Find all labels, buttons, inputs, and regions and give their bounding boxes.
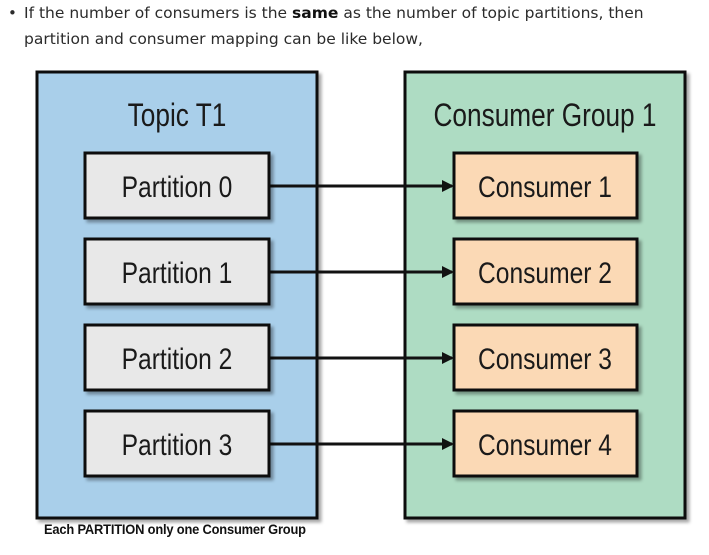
intro-text-after: as the number of topic partitions, then … xyxy=(24,4,644,48)
partition-label-3: Partition 3 xyxy=(122,428,233,462)
consumer-label-2: Consumer 3 xyxy=(478,342,612,376)
partition-box-1: Partition 1 xyxy=(83,237,271,306)
partition-label-2: Partition 2 xyxy=(122,342,233,376)
consumer-group-title: Consumer Group 1 xyxy=(433,99,656,134)
diagram-caption: Each PARTITION only one Consumer Group xyxy=(44,521,306,537)
partition-label-0: Partition 0 xyxy=(122,170,233,204)
consumer-label-1: Consumer 2 xyxy=(478,256,612,290)
arrows xyxy=(270,180,454,450)
consumer-label-3: Consumer 4 xyxy=(478,428,612,462)
intro-text-before: If the number of consumers is the xyxy=(24,4,293,22)
intro-text: If the number of consumers is the same a… xyxy=(24,0,706,52)
partition-label-1: Partition 1 xyxy=(122,256,233,290)
partition-box-3: Partition 3 xyxy=(83,409,271,478)
partition-box-0: Partition 0 xyxy=(83,151,271,220)
bullet-marker: • xyxy=(8,4,17,22)
consumer-box-3: Consumer 4 xyxy=(452,409,639,478)
consumer-label-0: Consumer 1 xyxy=(478,170,612,204)
intro-text-bold: same xyxy=(292,4,339,22)
consumer-box-2: Consumer 3 xyxy=(452,323,639,392)
topic-title: Topic T1 xyxy=(128,99,227,134)
intro-paragraph: • If the number of consumers is the same… xyxy=(6,0,706,52)
consumer-box-0: Consumer 1 xyxy=(452,151,639,220)
consumer-box-1: Consumer 2 xyxy=(452,237,639,306)
partition-box-2: Partition 2 xyxy=(83,323,271,392)
